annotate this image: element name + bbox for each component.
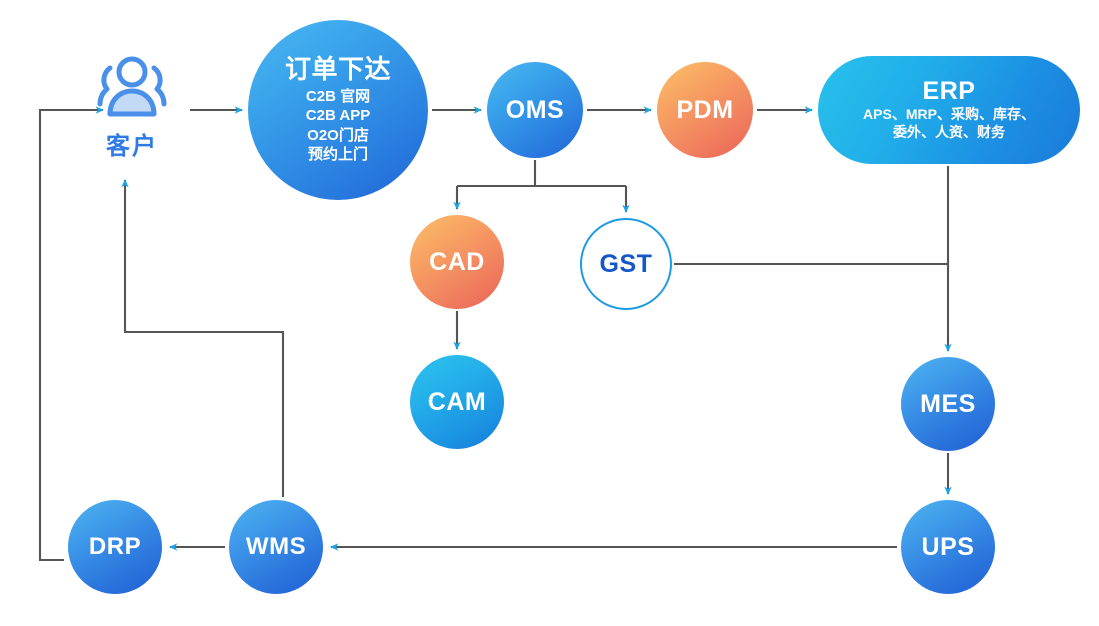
node-cam[interactable]: CAM <box>410 355 504 449</box>
node-mes-title: MES <box>920 389 976 418</box>
node-wms[interactable]: WMS <box>229 500 323 594</box>
node-erp[interactable]: ERP APS、MRP、采购、库存、 委外、人资、财务 <box>818 56 1080 164</box>
node-pdm[interactable]: PDM <box>657 62 753 158</box>
node-order-sublines: C2B 官网 C2B APP O2O门店 预约上门 <box>306 87 370 164</box>
node-erp-subline-1: 委外、人资、财务 <box>893 124 1005 141</box>
node-order-subline-0: C2B 官网 <box>305 88 371 106</box>
node-ups-title: UPS <box>921 532 975 561</box>
node-cad-title: CAD <box>429 247 485 276</box>
node-gst-title: GST <box>599 249 653 278</box>
node-order-subline-3: 预约上门 <box>307 145 368 163</box>
node-erp-title: ERP <box>922 76 976 105</box>
node-order[interactable]: 订单下达 C2B 官网 C2B APP O2O门店 预约上门 <box>248 20 428 200</box>
customer-label: 客户 <box>106 133 158 160</box>
node-customer[interactable]: 客户 <box>78 52 186 170</box>
node-erp-subline-0: APS、MRP、采购、库存、 <box>863 106 1035 123</box>
node-order-subline-2: O2O门店 <box>307 126 369 144</box>
node-erp-sublines: APS、MRP、采购、库存、 委外、人资、财务 <box>863 106 1035 142</box>
node-drp[interactable]: DRP <box>68 500 162 594</box>
node-order-title: 订单下达 <box>284 53 391 84</box>
node-order-subline-1: C2B APP <box>305 107 371 125</box>
node-wms-title: WMS <box>245 533 307 561</box>
node-oms[interactable]: OMS <box>487 62 583 158</box>
edge-drp-customer <box>38 106 104 562</box>
node-pdm-title: PDM <box>676 95 734 124</box>
users-group-icon <box>97 56 167 117</box>
node-mes[interactable]: MES <box>901 357 995 451</box>
node-drp-title: DRP <box>88 533 142 561</box>
edge-wms-customer <box>121 179 285 497</box>
node-gst[interactable]: GST <box>580 218 672 310</box>
node-oms-title: OMS <box>505 95 565 124</box>
node-ups[interactable]: UPS <box>901 500 995 594</box>
node-cam-title: CAM <box>427 387 487 416</box>
node-cad[interactable]: CAD <box>410 215 504 309</box>
